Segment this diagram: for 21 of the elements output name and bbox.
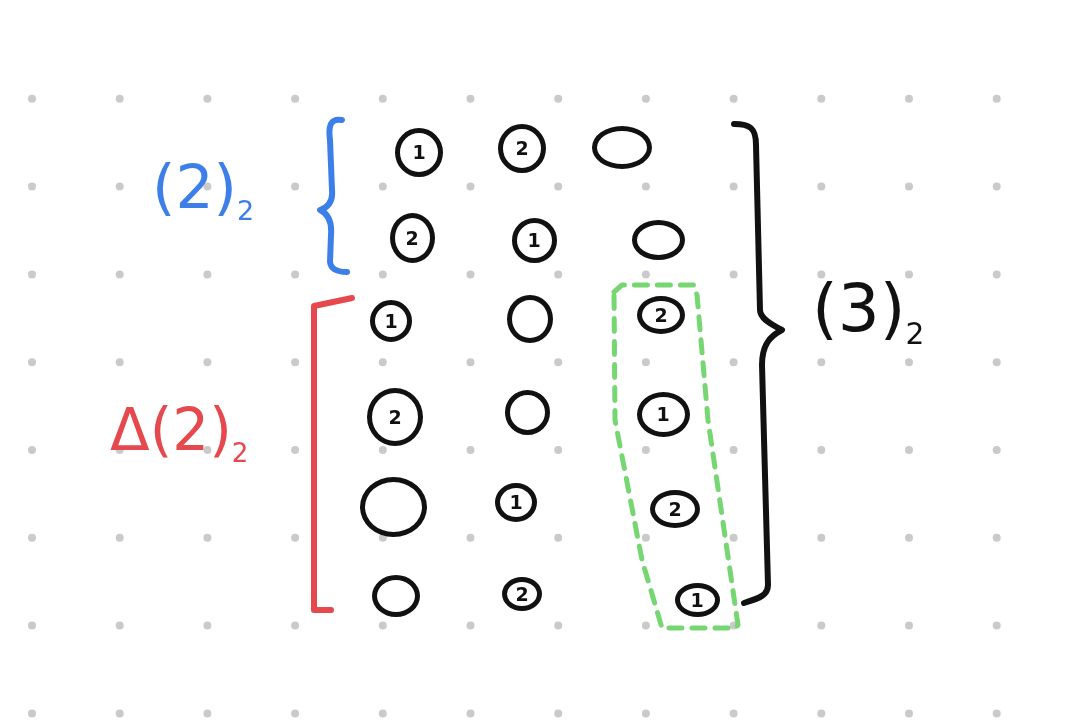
empty-circle	[372, 575, 420, 617]
numbered-circle: 1	[511, 217, 557, 263]
numbered-circle: 1	[495, 482, 537, 522]
numbered-circle: 2	[502, 577, 542, 611]
numbered-circle: 2	[389, 213, 435, 263]
numbered-circle: 1	[370, 300, 412, 342]
numbered-circle: 1	[395, 127, 443, 177]
empty-circle	[507, 295, 553, 343]
math-label: Δ(2)$_{2}$	[110, 395, 249, 467]
empty-circle	[592, 125, 652, 169]
empty-circle	[504, 389, 550, 435]
numbered-circle: 2	[498, 123, 546, 173]
empty-circle	[359, 477, 427, 537]
numbered-circle: 1	[674, 583, 720, 617]
empty-circle	[631, 220, 685, 260]
numbered-circle: 2	[367, 388, 423, 446]
numbered-circle: 2	[650, 490, 700, 528]
numbered-circle: 1	[636, 391, 690, 437]
math-label: (3)$_{2}$	[812, 269, 925, 351]
numbered-circle: 2	[637, 296, 685, 334]
math-label: (2)$_{2}$	[152, 151, 255, 225]
